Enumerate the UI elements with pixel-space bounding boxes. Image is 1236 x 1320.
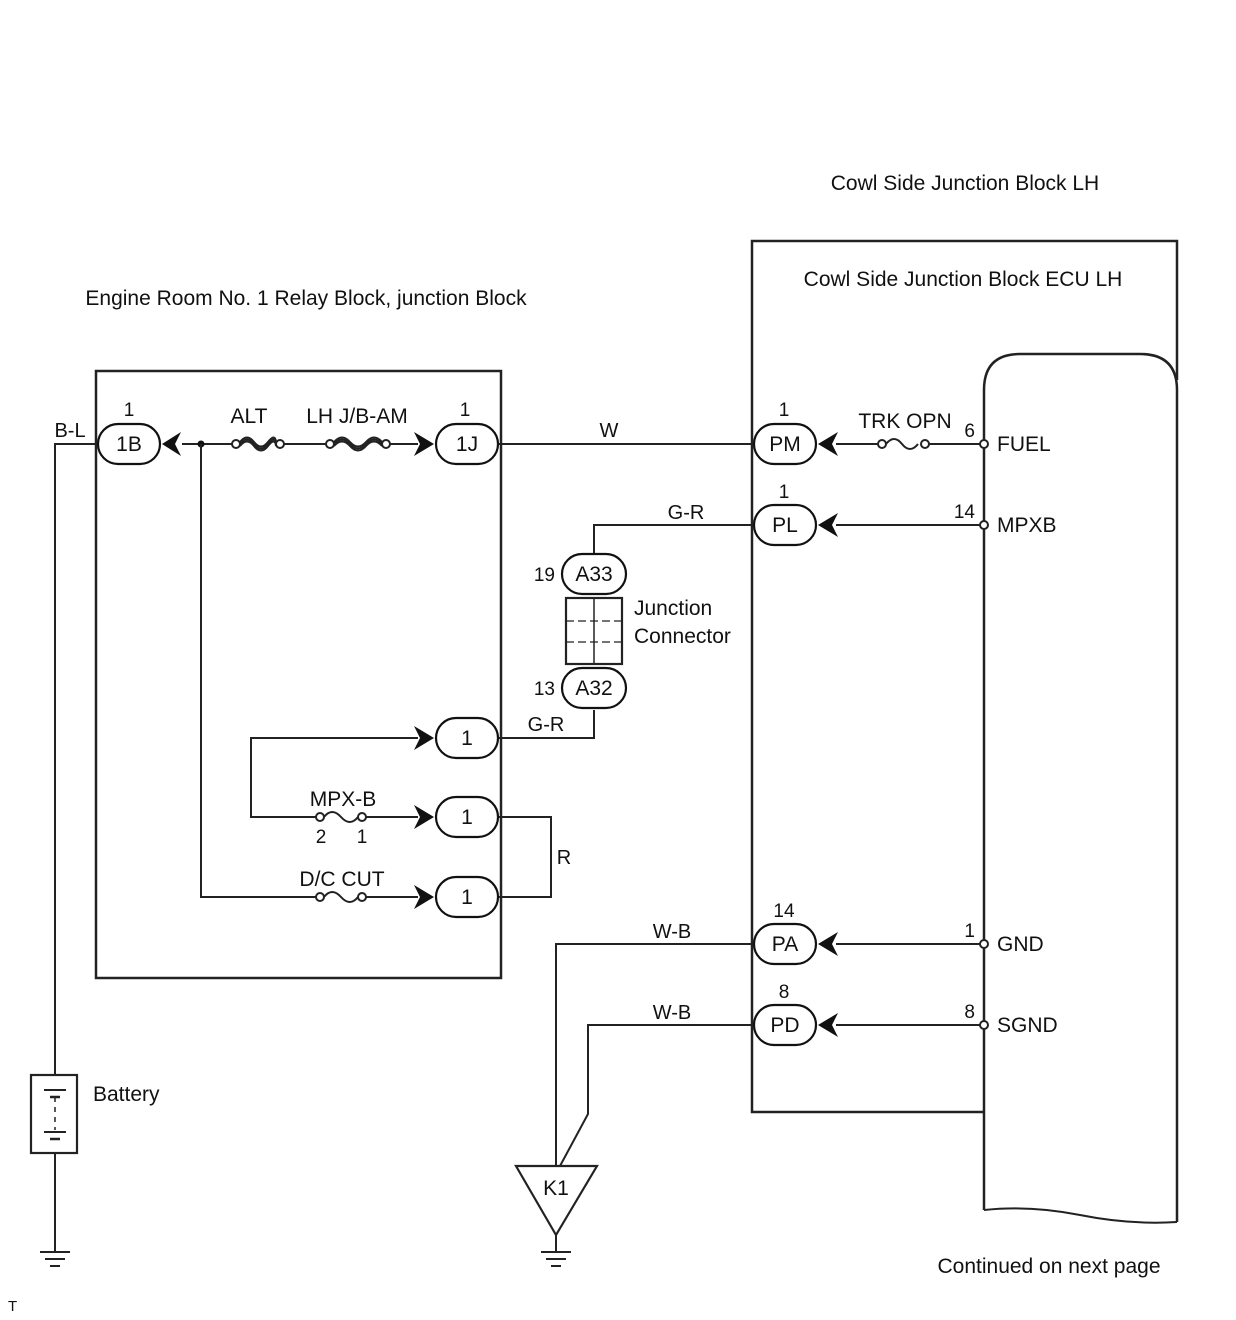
- connector-1j-pin: 1: [460, 400, 471, 421]
- wire-b-l-label: B-L: [54, 420, 85, 442]
- connector-pl: [752, 503, 838, 547]
- battery-label: Battery: [93, 1083, 160, 1106]
- ecu-pin-mpxb-dot: [979, 520, 989, 530]
- wire-w-b-top: [555, 943, 756, 1166]
- connector-relay-1-middle: [414, 795, 500, 839]
- connector-pl-label: PL: [772, 514, 798, 537]
- fuse-lhjb-label: LH J/B-AM: [306, 405, 408, 428]
- connector-pm: [752, 422, 838, 466]
- connector-pa-pin: 14: [773, 901, 795, 922]
- cowl-ecu-outline: [982, 352, 1179, 1222]
- fuse-mpx-b-pin-right: 1: [357, 827, 368, 848]
- connector-pm-label: PM: [769, 433, 801, 456]
- wire-w-b-bottom: [559, 1024, 756, 1167]
- corner-mark: T: [8, 1298, 17, 1315]
- wire-g-r-bottom: [498, 710, 595, 739]
- connector-a33-label: A33: [575, 563, 612, 586]
- ground-icon-k1: [541, 1251, 571, 1267]
- ecu-pin-sgnd-dot: [979, 1020, 989, 1030]
- battery-symbol: [29, 1073, 79, 1155]
- ecu-pin-mpxb-name: MPXB: [997, 514, 1057, 537]
- connector-relay-1-bottom: [414, 875, 500, 919]
- cowl-junction-block-outline: [750, 239, 1179, 1114]
- fuse-dc-cut: [315, 891, 367, 903]
- connector-pd-pin: 8: [779, 982, 790, 1003]
- fuse-trk-opn-label: TRK OPN: [858, 410, 951, 433]
- ground-icon-battery: [40, 1251, 70, 1267]
- fuse-dc-cut-label: D/C CUT: [299, 868, 384, 891]
- ecu-pin-fuel-number: 6: [964, 421, 975, 442]
- wire-g-r-top-label: G-R: [668, 502, 705, 524]
- ecu-pin-sgnd-name: SGND: [997, 1014, 1058, 1037]
- wire-w-label: W: [600, 420, 619, 442]
- connector-1b-pin: 1: [124, 400, 135, 421]
- relay-block-outline: [94, 369, 503, 980]
- connector-a32: [560, 666, 628, 710]
- wire-bus-vertical: [200, 444, 318, 898]
- junction-connector-body: [564, 596, 624, 666]
- connector-pd: [752, 1003, 838, 1047]
- wire-w-b-bottom-label: W-B: [653, 1002, 692, 1024]
- continued-note: Continued on next page: [937, 1255, 1160, 1278]
- fuse-mpx-b: [315, 811, 367, 823]
- fuse-lhjb: [325, 436, 391, 452]
- ecu-torn-edge: [983, 1207, 1178, 1224]
- ecu-pin-fuel-name: FUEL: [997, 433, 1051, 456]
- cowl-ecu-title: Cowl Side Junction Block ECU LH: [804, 268, 1123, 291]
- connector-1j: [414, 422, 500, 466]
- cowl-junction-block-title: Cowl Side Junction Block LH: [831, 172, 1099, 195]
- connector-1j-label: 1J: [456, 433, 478, 456]
- wire-r-label: R: [557, 847, 571, 869]
- ground-point-k1: [514, 1164, 599, 1238]
- ecu-pin-mpxb-number: 14: [954, 502, 976, 523]
- connector-1b-label: 1B: [116, 433, 142, 456]
- wire-g-r-top: [593, 524, 756, 553]
- connector-relay-1-middle-label: 1: [461, 806, 473, 829]
- connector-pa-label: PA: [772, 933, 798, 956]
- connector-relay-1-top: [414, 716, 500, 760]
- ecu-pin-fuel-dot: [979, 439, 989, 449]
- wire-g-r-bottom-label: G-R: [528, 714, 565, 736]
- ground-point-k1-label: K1: [543, 1177, 569, 1200]
- connector-relay-1-bottom-label: 1: [461, 886, 473, 909]
- connector-1b: [96, 422, 181, 466]
- connector-a32-pin: 13: [534, 679, 555, 700]
- wire-b-l: [54, 443, 98, 1075]
- connector-pd-label: PD: [770, 1014, 799, 1037]
- ecu-pin-gnd-number: 1: [964, 921, 975, 942]
- ecu-pin-sgnd-number: 8: [964, 1002, 975, 1023]
- fuse-mpx-b-pin-left: 2: [316, 827, 327, 848]
- junction-connector-label-line1: Junction: [634, 597, 712, 620]
- fuse-alt-label: ALT: [231, 405, 268, 428]
- junction-connector-label-line2: Connector: [634, 625, 731, 648]
- connector-relay-1-top-label: 1: [461, 727, 473, 750]
- engine-room-block-title: Engine Room No. 1 Relay Block, junction …: [85, 287, 527, 310]
- ecu-pin-gnd-name: GND: [997, 933, 1044, 956]
- ecu-pin-gnd-dot: [979, 939, 989, 949]
- connector-pm-pin: 1: [779, 400, 790, 421]
- connector-pa: [752, 922, 838, 966]
- fuse-alt: [231, 436, 285, 452]
- fuse-trk-opn: [877, 438, 930, 450]
- wire-internal-loop: [250, 737, 418, 818]
- wire-r: [498, 816, 552, 898]
- fuse-mpx-b-label: MPX-B: [310, 788, 377, 811]
- wire-w-b-top-label: W-B: [653, 921, 692, 943]
- connector-a33-pin: 19: [534, 565, 555, 586]
- connector-pl-pin: 1: [779, 482, 790, 503]
- connector-a32-label: A32: [575, 677, 612, 700]
- connector-a33: [560, 552, 628, 596]
